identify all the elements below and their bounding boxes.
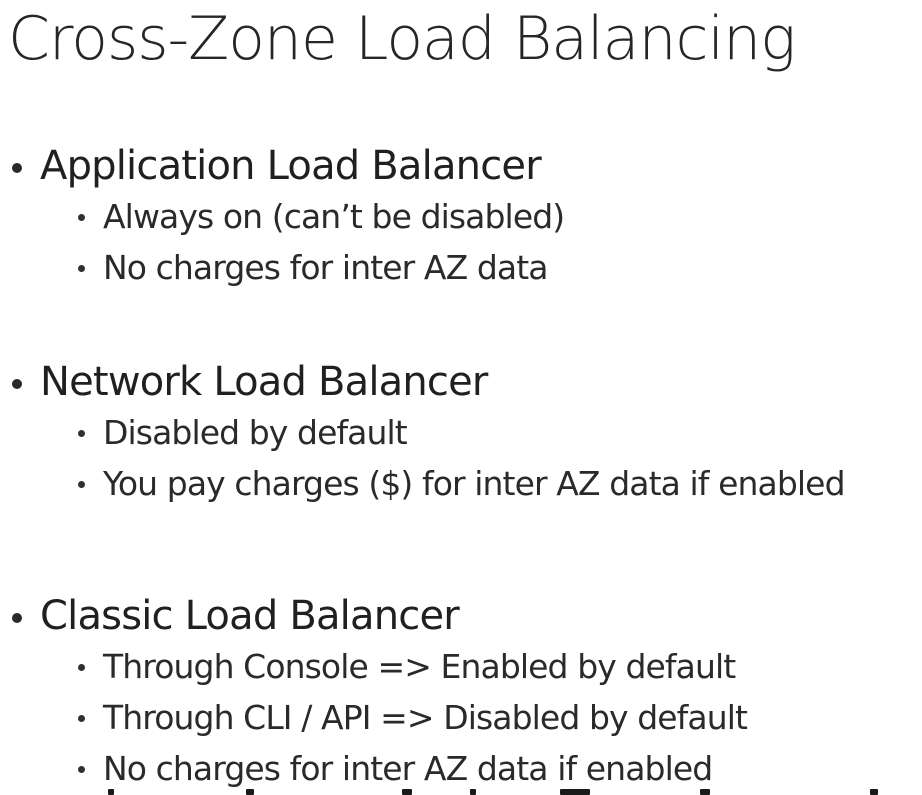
sub-bullet: Disabled by default bbox=[0, 411, 922, 455]
sub-bullet-text: Through Console => Enabled by default bbox=[103, 647, 736, 686]
sub-bullet-text: No charges for inter AZ data if enabled bbox=[103, 749, 713, 788]
bullet-dot-icon bbox=[78, 481, 85, 488]
cropped-glyph bbox=[108, 789, 114, 795]
bullet-dot-icon bbox=[78, 715, 85, 722]
bullet-dot-icon bbox=[12, 379, 22, 389]
sub-bullet: No charges for inter AZ data if enabled bbox=[0, 747, 922, 791]
bullet-dot-icon bbox=[78, 265, 85, 272]
bullet-dot-icon bbox=[78, 766, 85, 773]
sub-bullet: Always on (can’t be disabled) bbox=[0, 195, 922, 239]
bullet-dot-icon bbox=[78, 214, 85, 221]
section-heading: Application Load Balancer bbox=[40, 143, 542, 189]
cropped-glyph bbox=[470, 789, 476, 795]
cropped-text-fragment bbox=[0, 789, 922, 795]
sub-bullet-text: Disabled by default bbox=[103, 413, 408, 452]
sub-bullet-text: No charges for inter AZ data bbox=[103, 248, 549, 287]
sub-bullet: Through Console => Enabled by default bbox=[0, 645, 922, 689]
slide-title: Cross-Zone Load Balancing bbox=[8, 4, 796, 74]
cropped-glyph bbox=[700, 789, 710, 795]
sub-bullet: Through CLI / API => Disabled by default bbox=[0, 696, 922, 740]
bullet-dot-icon bbox=[78, 430, 85, 437]
bullet-dot-icon bbox=[12, 163, 22, 173]
cropped-glyph bbox=[870, 789, 878, 795]
section-heading: Network Load Balancer bbox=[40, 359, 488, 405]
bullet-dot-icon bbox=[12, 613, 22, 623]
section-heading: Classic Load Balancer bbox=[40, 593, 460, 639]
cropped-glyph bbox=[246, 789, 254, 795]
bullet-dot-icon bbox=[78, 664, 85, 671]
sub-bullet-text: Through CLI / API => Disabled by default bbox=[103, 698, 748, 737]
cropped-glyph bbox=[560, 789, 590, 795]
sub-bullet-text: Always on (can’t be disabled) bbox=[103, 197, 565, 236]
sub-bullet: You pay charges ($) for inter AZ data if… bbox=[0, 462, 922, 506]
sub-bullet: No charges for inter AZ data bbox=[0, 246, 922, 290]
cropped-glyph bbox=[402, 789, 412, 795]
sub-bullet-text: You pay charges ($) for inter AZ data if… bbox=[103, 464, 846, 503]
